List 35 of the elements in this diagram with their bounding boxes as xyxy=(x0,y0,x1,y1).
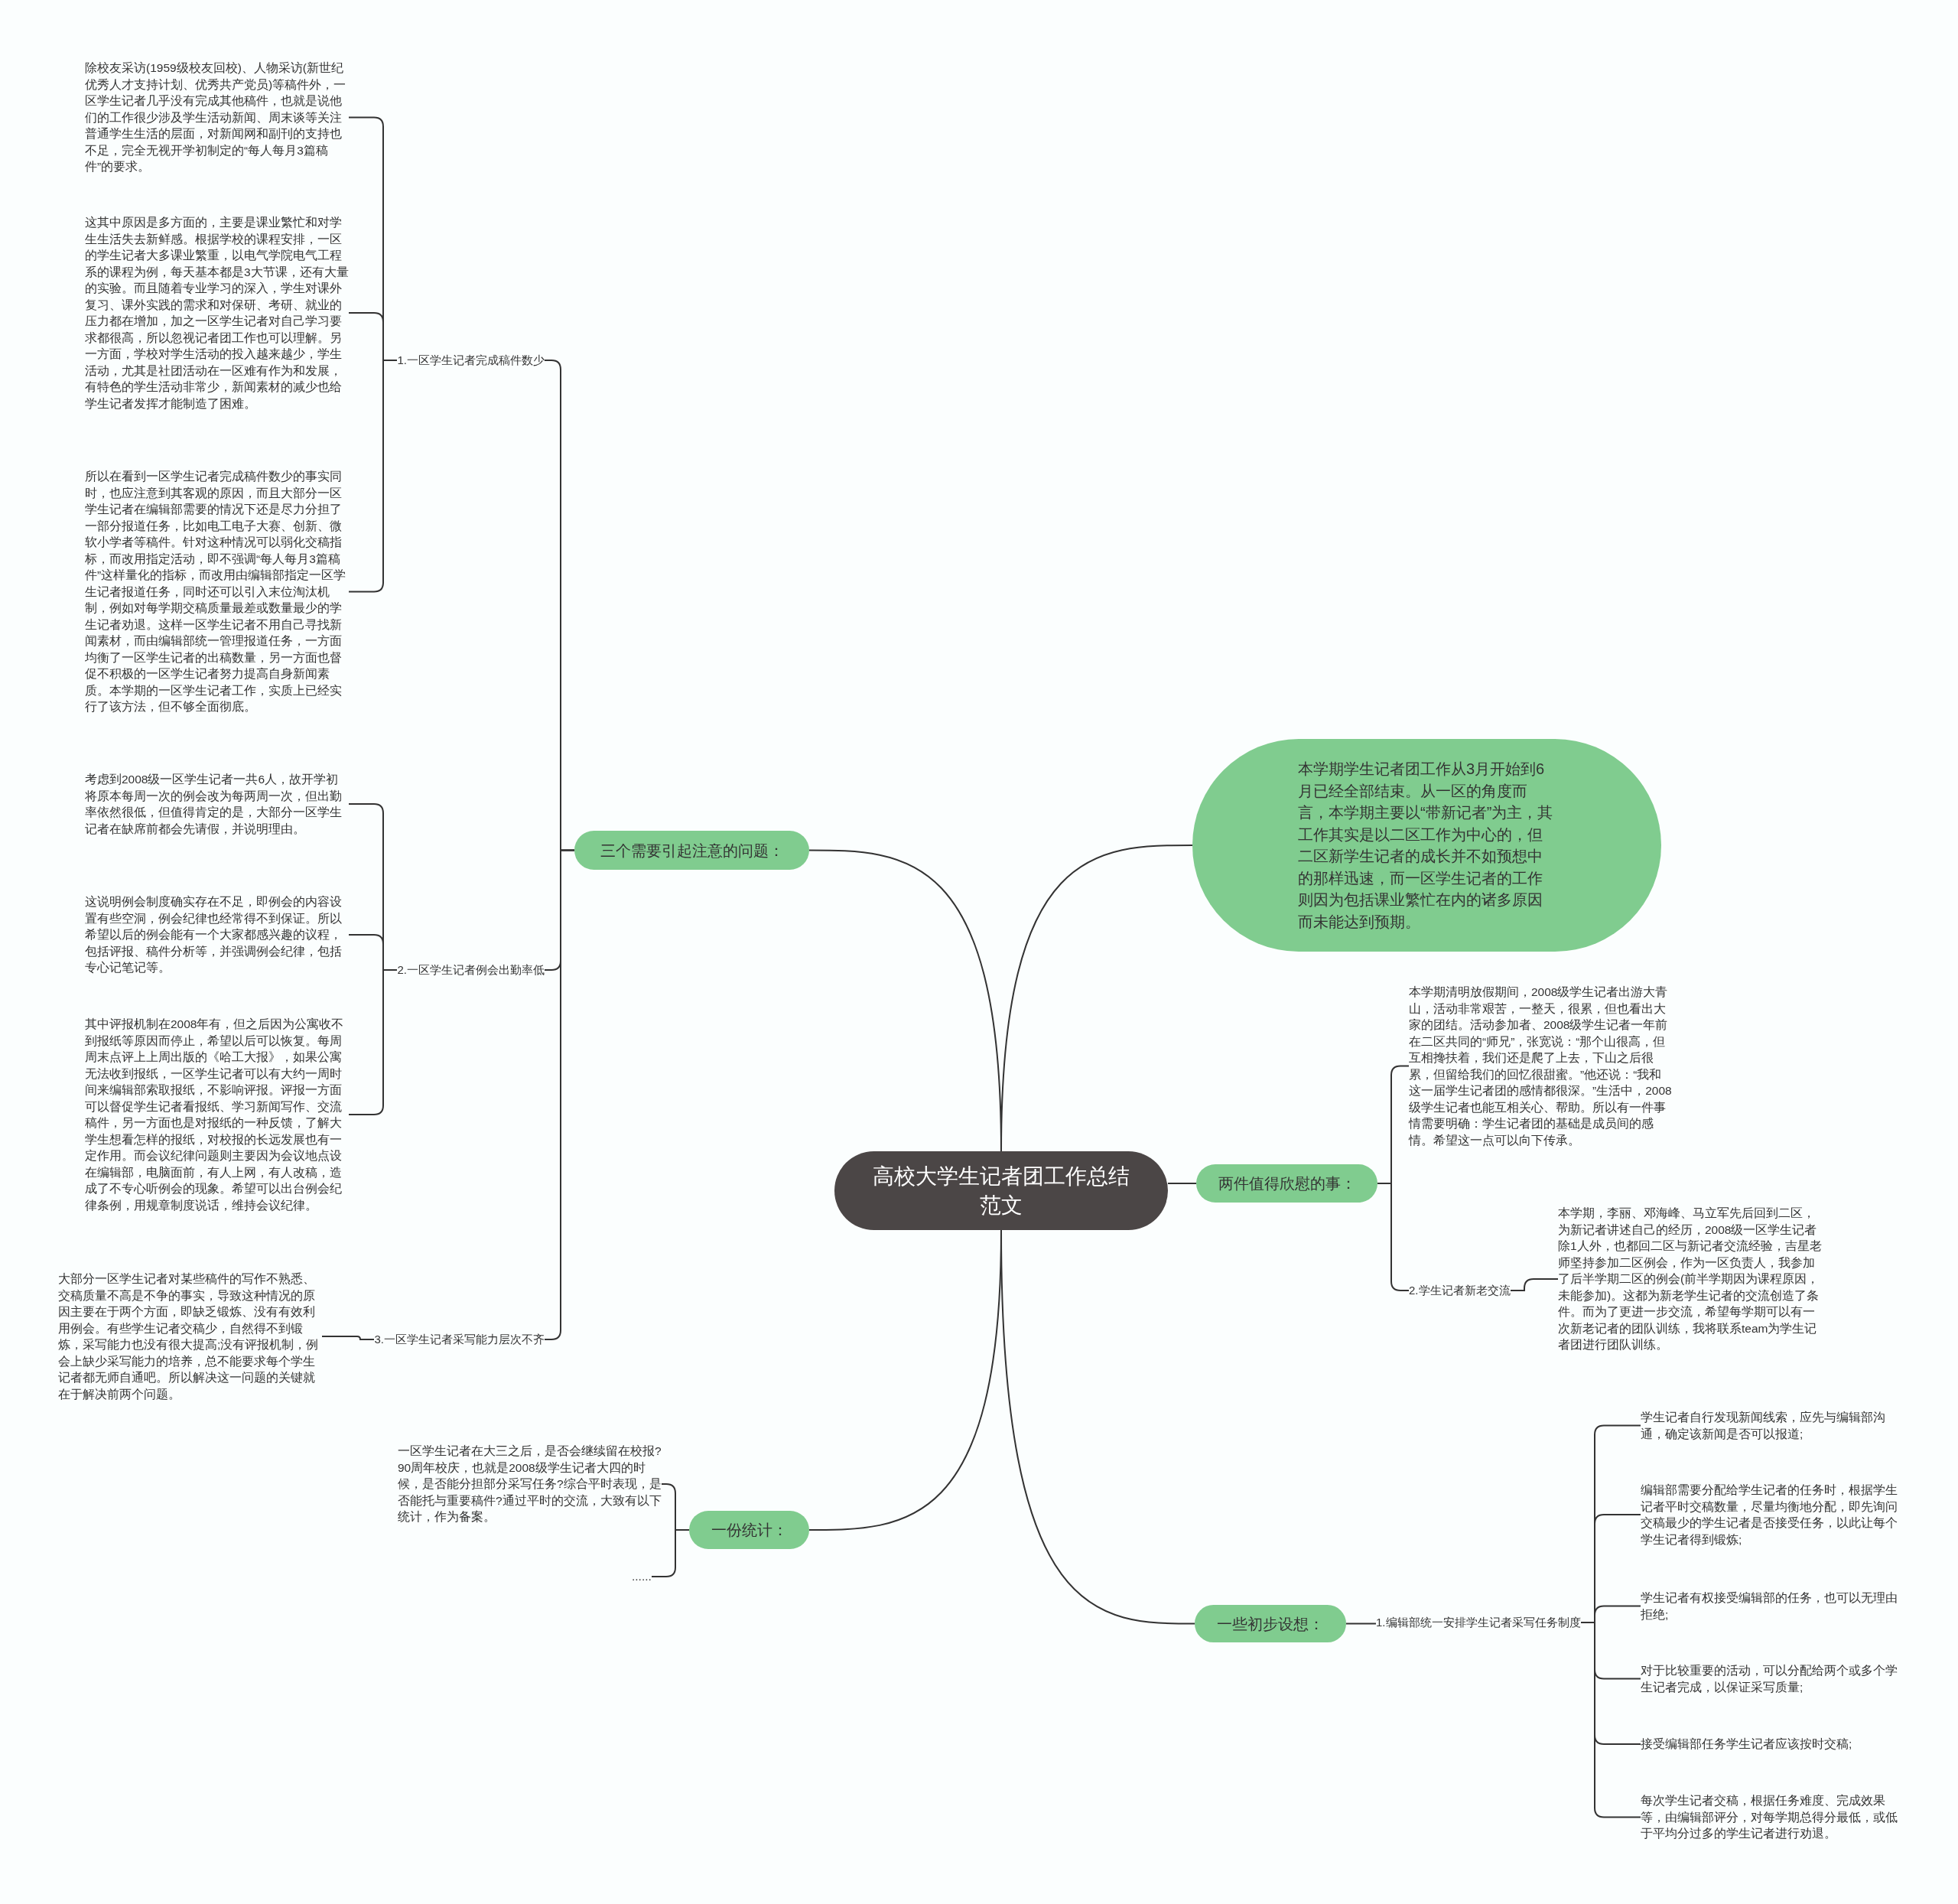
note-text: 学生记者自行发现新闻线索，应先与编辑部沟通，确定该新闻是否可以报道; xyxy=(1641,1409,1908,1442)
branch-topic: 三个需要引起注意的问题： xyxy=(574,831,809,870)
note-text: 这其中原因是多方面的，主要是课业繁忙和对学生生活失去新鲜感。根据学校的课程安排，一区的学生记者大多课业繁重，以电气学院电气工程系的课程为例，每天基本都是3大节课，还有大量的实验。而且随着专业学习的深入，学生对课外复习、课外实践的需求和对保研、考研、就业的压力都在增加，加之一区学生记者对自己学习要求都很高，所以忽视记者团工作也可以理解。另一方面，学校对学生活动的投入越来越少，学生活动，尤其是社团活动在一区难有作为和发展，有特色的学生活动非常少，新闻素材的减少也给学生记者发挥才能制造了困难。 xyxy=(85,214,349,412)
connector-line xyxy=(1580,1622,1641,1818)
subtopic-label: 1.一区学生记者完成稿件数少 xyxy=(397,352,545,369)
note-text: 对于比较重要的活动，可以分配给两个或多个学生记者完成，以保证采写质量; xyxy=(1641,1662,1908,1695)
note-text: 每次学生记者交稿，根据任务难度、完成效果等，由编辑部评分，对每学期总得分最低，或低于平均分过多的学生记者进行劝退。 xyxy=(1641,1792,1908,1842)
connector-line xyxy=(1510,1278,1559,1291)
subtopic-label: 2.一区学生记者例会出勤率低 xyxy=(397,962,545,978)
note-text: 除校友采访(1959级校友回校)、人物采访(新世纪优秀人才支持计划、优秀共产党员)等稿件外，一区学生记者几乎没有完成其他稿件，也就是说他们的工作很少涉及学生活动新闻、周末谈等关注普通学生生活的层面，对新闻网和副刊的支持也不足，完全无视开学初制定的“每人每月3篇稿件”的要求。 xyxy=(85,60,349,175)
note-text: 本学期清明放假期间，2008级学生记者出游大青山，活动非常艰苦，一整天，很累，但也看出大家的团结。活动参加者、2008级学生记者一年前在二区共同的“师兄”，张宽说：“那个山很高，但互相搀扶着，我们还是爬了上去，下山之后很累，但留给我们的回忆很甜蜜。”他还说：“我和这一届学生记者团的感情都很深。”生活中，2008级学生记者也能互相关心、帮助。所以有一件事情需要明确：学生记者团的基础是成员间的感情。希望这一点可以向下传承。 xyxy=(1409,984,1673,1148)
note-text: 考虑到2008级一区学生记者一共6人，故开学初将原本每周一次的例会改为每两周一次，但出勤率依然很低，但值得肯定的是，大部分一区学生记者在缺席前都会先请假，并说明理由。 xyxy=(85,771,349,837)
connector-line xyxy=(348,360,398,593)
connector-line xyxy=(1167,1183,1197,1184)
central-topic: 高校大学生记者团工作总结范文 xyxy=(834,1151,1168,1230)
connector-line xyxy=(348,969,398,1115)
branch-topic: 两件值得欣慰的事： xyxy=(1196,1164,1377,1203)
note-text: 一区学生记者在大三之后，是否会继续留在校报?90周年校庆，也就是2008级学生记者大四的时候，是否能分担部分采写任务?综合平时表现，是否能托与重要稿件?通过平时的交流，大致有以下统计，作为备案。 xyxy=(398,1443,662,1525)
subtopic-label: 3.一区学生记者采写能力层次不齐 xyxy=(374,1331,545,1348)
note-text: 所以在看到一区学生记者完成稿件数少的事实同时，也应注意到其客观的原因，而且大部分一区学生记者在编辑部需要的情况下还是尽力分担了一部分报道任务，比如电工电子大赛、创新、微软小学者等稿件。针对这种情况可以弱化交稿指标，而改用指定活动，即不强调“每人每月3篇稿件”这样量化的指标，而改用由编辑部指定一区学生记者报道任务，同时还可以引入末位淘汰机制，例如对每学期交稿质量最差或数量最少的学生记者劝退。这样一区学生记者不用自己寻找新闻素材，而由编辑部统一管理报道任务，一方面均衡了一区学生记者的出稿数量，另一方面也督促不积极的一区学生记者努力提高自身新闻素质。本学期的一区学生记者工作，实质上已经实行了该方法，但不够全面彻底。 xyxy=(85,468,349,715)
note-text: ...... xyxy=(632,1568,652,1585)
summary-bubble: 本学期学生记者团工作从3月开始到6月已经全部结束。从一区的角度而言，本学期主要以“带新记者”为主，其工作其实是以二区工作为中心的，但二区新学生记者的成长并不如预想中的那样迅速，而一区学生记者的工作则因为包括课业繁忙在内的诸多原因而未能达到预期。 xyxy=(1192,739,1661,952)
subtopic-label: 1.编辑部统一安排学生记者采写任务制度 xyxy=(1376,1614,1581,1631)
note-text: 本学期，李丽、邓海峰、马立军先后回到二区，为新记者讲述自己的经历，2008级一区学生记者除1人外，也都回二区与新记者交流经验，吉星老师坚持参加二区例会，作为一区负责人，我参加了后半学期二区的例会(前半学期因为课程原因，未能参加)。这都为新老学生记者的交流创造了条件。而为了更进一步交流，希望每学期可以有一次新老记者的团队训练，我将联系team为学生记者团进行团队训练。 xyxy=(1558,1205,1822,1353)
branch-topic: 一份统计： xyxy=(689,1511,809,1549)
note-text: 其中评报机制在2008年有，但之后因为公寓收不到报纸等原因而停止，希望以后可以恢复。每周周末点评上上周出版的《哈工大报》，如果公寓无法收到报纸，一区学生记者可以有大约一周时间来编辑部索取报纸，不影响评报。评报一方面可以督促学生记者看报纸、学习新闻写作、交流稿件，另一方面也是对报纸的一种反馈，了解大学生想看怎样的报纸，对校报的长远发展也有一定作用。而会议纪律问题则主要因为会议地点设在编辑部，电脑面前，有人上网，有人改稿，造成了不专心听例会的现象。希望可以出台例会纪律条例，用规章制度说话，维持会议纪律。 xyxy=(85,1016,349,1213)
note-text: 编辑部需要分配给学生记者的任务时，根据学生记者平时交稿数量，尽量均衡地分配，即先询问交稿最少的学生记者是否接受任务，以此让每个学生记者得到锻炼; xyxy=(1641,1482,1908,1548)
branch-topic: 一些初步设想： xyxy=(1195,1605,1346,1642)
connector-line xyxy=(1345,1622,1377,1625)
note-text: 接受编辑部任务学生记者应该按时交稿; xyxy=(1641,1736,1908,1753)
connector-line xyxy=(321,1336,375,1340)
subtopic-label: 2.学生记者新老交流 xyxy=(1409,1282,1511,1299)
note-text: 大部分一区学生记者对某些稿件的写作不熟悉、交稿质量不高是不争的事实，导致这种情况的原因主要在于两个方面，即缺乏锻炼、没有有效利用例会。有些学生记者交稿少，自然得不到锻炼，采写能力也没有很大提高;没有评报机制，例会上缺少采写能力的培养，总不能要求每个学生记者都无师自通吧。所以解决这一问题的关键就在于解决前两个问题。 xyxy=(58,1271,322,1402)
note-text: 学生记者有权接受编辑部的任务，也可以无理由拒绝; xyxy=(1641,1590,1908,1622)
note-text: 这说明例会制度确实存在不足，即例会的内容设置有些空洞，例会纪律也经常得不到保证。所以希望以后的例会能有一个大家都感兴趣的议程，包括评报、稿件分析等，并强调例会纪律，包括专心记笔记等。 xyxy=(85,893,349,976)
